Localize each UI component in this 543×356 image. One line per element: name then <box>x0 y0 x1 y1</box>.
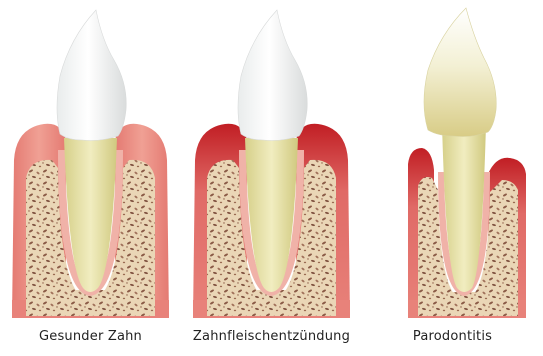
periodontitis-illustration <box>362 0 543 325</box>
tooth-crown <box>57 10 126 141</box>
tooth-crown <box>238 10 307 141</box>
panel-caption: Gesunder Zahn <box>0 329 181 344</box>
healthy-tooth-panel: Gesunder Zahn <box>0 0 181 356</box>
panel-caption: Zahnfleischentzündung <box>181 329 362 344</box>
stained-tooth-crown <box>424 8 496 137</box>
panel-caption: Parodontitis <box>362 329 543 344</box>
periodontitis-panel: Parodontitis <box>362 0 543 356</box>
gingivitis-panel: Zahnfleischentzündung <box>181 0 362 356</box>
gingivitis-illustration <box>181 0 362 325</box>
healthy-tooth-illustration <box>0 0 181 325</box>
